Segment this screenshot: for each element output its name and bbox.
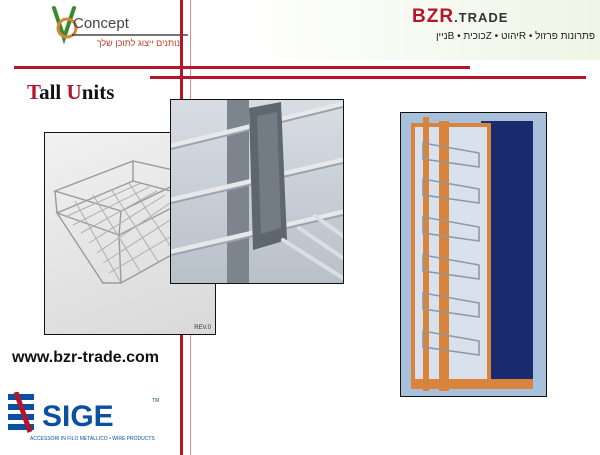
page-title: Tall Units xyxy=(27,80,114,105)
header-background xyxy=(0,0,600,60)
sige-tagline: ACCESSORI IN FILO METALLICO • WIRE PRODU… xyxy=(30,436,155,442)
bzr-logo-suffix: .TRADE xyxy=(454,10,509,25)
title-part-nits: nits xyxy=(81,80,115,104)
concept-c-mark xyxy=(56,17,78,39)
title-cap-u: U xyxy=(66,80,82,104)
slide-mechanism-photo xyxy=(168,99,346,284)
tall-unit-cabinet-photo xyxy=(400,112,547,397)
sige-logo: SIGE TM xyxy=(8,392,159,433)
horizontal-red-bar-bottom xyxy=(150,76,586,79)
bzr-tagline: פתרונות פרזול • Rיהוט • Zכוכית • Bניין xyxy=(435,31,595,42)
title-cap-t: T xyxy=(27,80,40,104)
horizontal-red-bar-top xyxy=(14,66,470,69)
title-part-all: all xyxy=(39,80,67,104)
sige-logo-name: SIGE xyxy=(42,400,114,433)
bzr-logo-main: BZR xyxy=(412,6,455,27)
tall-unit-cabinet-image xyxy=(411,117,533,391)
website-link[interactable]: www.bzr-trade.com xyxy=(12,349,159,366)
concept-logo-name: Concept xyxy=(73,15,129,32)
bzr-trade-logo: BZR.TRADE xyxy=(412,6,508,28)
sige-tm: TM xyxy=(152,398,159,404)
concept-v-mark xyxy=(52,6,76,45)
concept-tagline: נותנים ייצוג לתוכן שלך xyxy=(96,38,180,48)
rev-label: REV.0 xyxy=(194,325,211,331)
concept-logo xyxy=(52,6,188,45)
slide-mechanism-image xyxy=(168,100,346,283)
